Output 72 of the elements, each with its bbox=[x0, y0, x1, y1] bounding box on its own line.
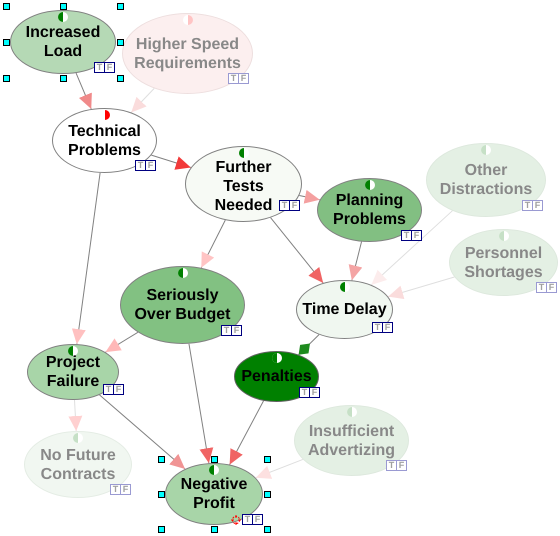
node-label: Penalties bbox=[240, 367, 313, 386]
state-toggle: F bbox=[252, 514, 263, 525]
node-label: Seriously Over Budget bbox=[133, 286, 232, 324]
state-toggle: F bbox=[396, 460, 407, 471]
arrow bbox=[255, 458, 304, 479]
arrow bbox=[130, 88, 155, 114]
node-label: Higher Speed Requirements bbox=[133, 34, 242, 72]
arrow bbox=[348, 241, 362, 281]
arrow bbox=[72, 172, 101, 345]
ellipse-node bbox=[185, 146, 302, 222]
faded-ellipse-node bbox=[426, 143, 546, 217]
node-label: Further Tests Needed bbox=[214, 158, 274, 214]
state-toggle: T bbox=[242, 514, 253, 525]
state-toggle: F bbox=[238, 73, 249, 84]
state-toggle: T bbox=[401, 230, 412, 241]
ellipse-node bbox=[52, 108, 157, 173]
arrow bbox=[76, 72, 92, 110]
node-label: No Future Contracts bbox=[39, 446, 117, 484]
state-toggle: T bbox=[94, 62, 105, 73]
faded-ellipse-node bbox=[122, 13, 253, 94]
state-toggle: F bbox=[382, 322, 393, 333]
state-toggle: T bbox=[221, 325, 232, 336]
state-toggle: T bbox=[110, 484, 121, 495]
state-toggle: T bbox=[103, 384, 114, 395]
state-toggle: F bbox=[411, 230, 422, 241]
ellipse-node bbox=[120, 266, 245, 344]
state-toggle: F bbox=[309, 387, 320, 398]
state-toggle: T bbox=[372, 322, 383, 333]
ellipse-node bbox=[234, 351, 319, 402]
arrow bbox=[104, 332, 138, 353]
node-label: Planning Problems bbox=[332, 191, 407, 229]
state-toggle: T bbox=[522, 200, 533, 211]
ellipse-node bbox=[165, 463, 263, 525]
state-toggle: F bbox=[145, 160, 156, 171]
state-toggle: T bbox=[228, 73, 239, 84]
state-toggle: F bbox=[104, 62, 115, 73]
arrow bbox=[270, 217, 324, 284]
arrow bbox=[68, 399, 82, 432]
faded-ellipse-node bbox=[449, 229, 558, 296]
arrow bbox=[370, 210, 453, 286]
arrow bbox=[98, 394, 186, 470]
arrow bbox=[188, 343, 214, 464]
state-toggle: T bbox=[536, 282, 547, 293]
state-toggle: T bbox=[386, 460, 397, 471]
node-label: Insufficient Advertizing bbox=[306, 422, 396, 460]
state-toggle: F bbox=[231, 325, 242, 336]
node-label: Other Distractions bbox=[438, 161, 534, 199]
faded-ellipse-node bbox=[24, 431, 132, 498]
node-label: Time Delay bbox=[301, 300, 388, 319]
node-label: Increased Load bbox=[24, 23, 102, 61]
ellipse-node bbox=[10, 10, 116, 74]
state-toggle: F bbox=[113, 384, 124, 395]
arrow bbox=[200, 220, 226, 268]
diamond-connector bbox=[298, 334, 320, 356]
state-toggle: F bbox=[532, 200, 543, 211]
node-label: Project Failure bbox=[44, 353, 102, 391]
state-toggle: F bbox=[289, 200, 300, 211]
node-label: Negative Profit bbox=[180, 475, 248, 513]
arrow bbox=[298, 190, 320, 204]
node-label: Personnel Shortages bbox=[463, 244, 544, 282]
node-label: Technical Problems bbox=[67, 122, 142, 160]
ellipse-node bbox=[296, 280, 393, 339]
faded-ellipse-node bbox=[294, 405, 409, 476]
arrow bbox=[388, 276, 455, 300]
state-toggle: T bbox=[135, 160, 146, 171]
arrow bbox=[150, 154, 192, 170]
state-toggle: F bbox=[546, 282, 557, 293]
ellipse-node bbox=[317, 178, 422, 242]
state-toggle: T bbox=[279, 200, 290, 211]
state-toggle: T bbox=[299, 387, 310, 398]
state-toggle: F bbox=[120, 484, 131, 495]
arrow bbox=[229, 400, 264, 466]
